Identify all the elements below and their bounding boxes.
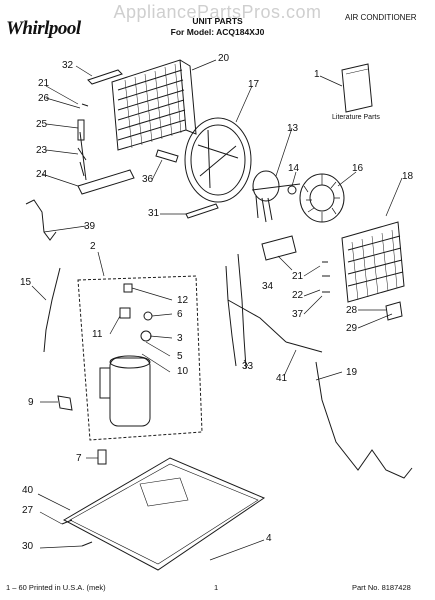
- callout-24: 24: [36, 169, 48, 180]
- callout-40: 40: [22, 485, 34, 496]
- callout-31: 31: [148, 208, 160, 219]
- model-line: For Model: ACQ184XJ0: [170, 27, 265, 37]
- part-7-plug: [97, 449, 107, 465]
- watermark: AppliancePartsPros.com: [113, 2, 322, 22]
- footer-part-no: Part No. 8187428: [352, 583, 411, 592]
- part-27-screw: [61, 519, 73, 525]
- part-25-dryer: [77, 119, 85, 141]
- callout-2: 2: [90, 241, 96, 252]
- callout-1: 1: [314, 69, 320, 80]
- callout-17: 17: [248, 79, 260, 90]
- part-19-hose: [315, 361, 413, 479]
- callout-22: 22: [292, 290, 304, 301]
- part-32-strip: [87, 69, 123, 85]
- callout-6: 6: [177, 309, 183, 320]
- literature-parts-label: Literature Parts: [332, 114, 380, 121]
- brand-logo: Whirlpool: [6, 18, 81, 39]
- part-20-condenser-coil: [111, 59, 197, 151]
- callout-5: 5: [177, 351, 183, 362]
- callout-10: 10: [177, 366, 189, 377]
- callout-25: 25: [36, 119, 48, 130]
- part-1-literature: [341, 63, 373, 113]
- part-39-hook: [25, 199, 57, 241]
- part-2-compressor: [99, 355, 151, 427]
- callout-23: 23: [36, 145, 48, 156]
- callout-12: 12: [177, 295, 189, 306]
- footer-printed: 1 – 60 Printed in U.S.A. (mek): [6, 583, 106, 592]
- part-15-cord: [43, 267, 61, 353]
- callout-21: 21: [38, 78, 50, 89]
- callout-34: 34: [262, 281, 274, 292]
- callout-37: 37: [292, 309, 304, 320]
- callout-7: 7: [76, 453, 82, 464]
- part-41-fitting: [285, 341, 323, 353]
- callout-4: 4: [266, 533, 272, 544]
- part-16-blower: [299, 173, 345, 223]
- callout-27: 27: [22, 505, 34, 516]
- callout-29: 29: [346, 323, 358, 334]
- callout-13: 13: [287, 123, 299, 134]
- part-12-terminal: [123, 283, 133, 293]
- callout-9: 9: [28, 397, 34, 408]
- callout-28: 28: [346, 305, 358, 316]
- callout-41: 41: [276, 373, 288, 384]
- callout-21b: 21: [292, 271, 304, 282]
- callout-3: 3: [177, 333, 183, 344]
- callout-32: 32: [62, 60, 74, 71]
- part-36-bracket: [155, 149, 179, 163]
- callout-30: 30: [22, 541, 34, 552]
- callout-16: 16: [352, 163, 364, 174]
- part-31-rod: [185, 203, 219, 219]
- section-title: UNIT PARTS: [192, 16, 243, 26]
- part-33-pipe: [225, 253, 287, 369]
- part-3-grommet: [140, 330, 152, 342]
- callout-26: 26: [38, 93, 50, 104]
- category-label: AIR CONDITIONER: [345, 13, 417, 22]
- part-18-evaporator-coil: [341, 221, 405, 303]
- leader-lines: [31, 59, 403, 561]
- part-28-bracket: [385, 301, 403, 321]
- part-11-cap: [119, 307, 131, 319]
- part-25-tube: [77, 103, 89, 181]
- callout-19: 19: [346, 367, 358, 378]
- callout-15: 15: [20, 277, 32, 288]
- part-9-bracket: [57, 395, 73, 411]
- part-40-base-pan: [62, 457, 266, 571]
- callout-39: 39: [84, 221, 96, 232]
- part-6-grommet: [143, 311, 153, 321]
- part-14-nut: [287, 185, 297, 195]
- part-17-shroud: [184, 117, 252, 203]
- footer-page: 1: [214, 583, 219, 592]
- callout-20: 20: [218, 53, 230, 64]
- part-30-screw: [81, 541, 93, 547]
- callout-18: 18: [402, 171, 414, 182]
- part-clips: [322, 261, 330, 293]
- callout-11: 11: [92, 329, 103, 340]
- part-34-pad: [261, 235, 297, 261]
- callout-36: 36: [142, 174, 154, 185]
- part-24-line: [77, 169, 135, 195]
- part-13-motor: [251, 170, 301, 223]
- callout-33: 33: [242, 361, 254, 372]
- callout-14: 14: [288, 163, 300, 174]
